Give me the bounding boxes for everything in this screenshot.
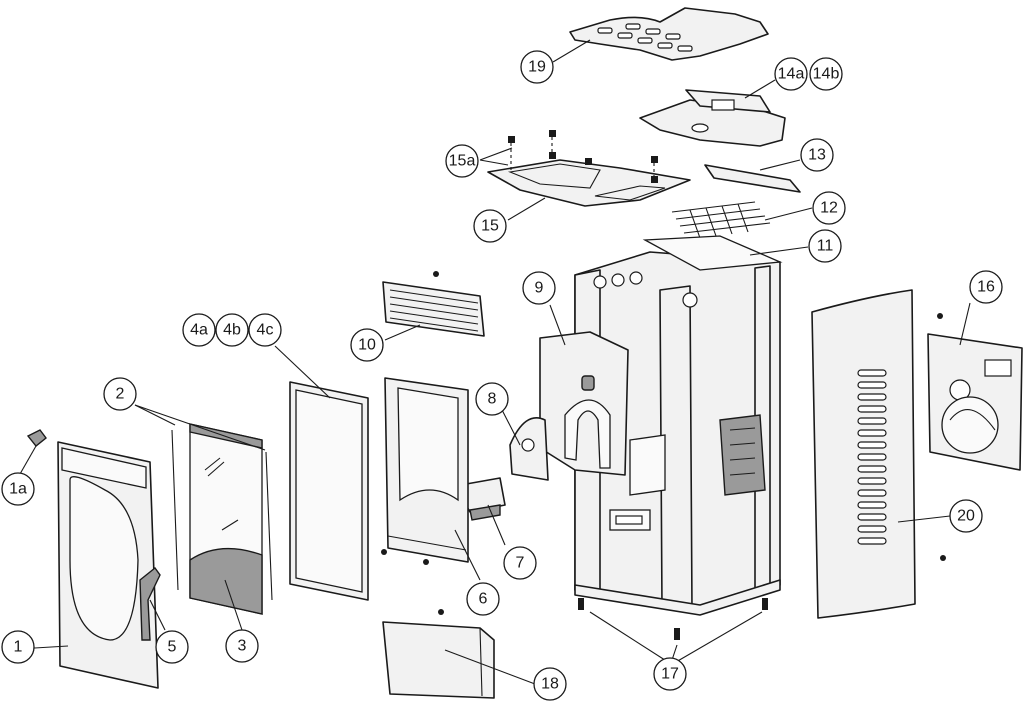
callout-2: 2 [103, 377, 137, 411]
part-bracket [704, 164, 801, 193]
callout-5-label: 5 [168, 639, 177, 656]
part-glass [189, 423, 263, 615]
part-knob [26, 429, 47, 447]
part-back-plate [927, 333, 1023, 471]
callout-2-label: 2 [116, 386, 125, 403]
part-handle [139, 566, 161, 641]
callout-1a: 1a [1, 472, 35, 506]
callout-1a-label: 1a [9, 481, 27, 498]
callout-18: 18 [533, 667, 567, 701]
part-door-frame [384, 377, 469, 563]
part-firebox-front [539, 331, 629, 476]
callout-1-label: 1 [14, 639, 23, 656]
part-door [57, 441, 159, 689]
callout-7-label: 7 [516, 555, 525, 572]
part-control-panel [639, 89, 786, 147]
callout-15a: 15a [445, 144, 479, 178]
callout-13-label: 13 [808, 147, 826, 164]
callout-14a: 14a [774, 57, 808, 91]
callout-19-label: 19 [528, 59, 546, 76]
part-feet [578, 598, 768, 640]
callout-20-label: 20 [957, 508, 975, 525]
callout-16-label: 16 [977, 279, 995, 296]
callout-6: 6 [466, 582, 500, 616]
callout-19: 19 [520, 50, 554, 84]
callout-11-label: 11 [817, 238, 834, 255]
callout-4b-label: 4b [223, 322, 241, 339]
part-top-plate [487, 159, 691, 207]
callout-12-label: 12 [820, 200, 838, 217]
callout-15a-label: 15a [449, 153, 476, 170]
callout-3-label: 3 [238, 638, 247, 655]
callout-8-label: 8 [488, 391, 497, 408]
part-side-panel [811, 289, 916, 619]
callout-8: 8 [475, 382, 509, 416]
callout-5: 5 [155, 630, 189, 664]
callout-16: 16 [969, 270, 1003, 304]
callout-17: 17 [653, 657, 687, 691]
callout-17-label: 17 [661, 666, 679, 683]
callout-15: 15 [473, 209, 507, 243]
callout-7: 7 [503, 546, 537, 580]
callout-4b: 4b [215, 313, 249, 347]
callout-9: 9 [522, 271, 556, 305]
part-screws-15a [508, 130, 658, 183]
part-gasket-strips [171, 429, 273, 601]
part-grille [382, 281, 485, 337]
part-main-body [574, 235, 783, 616]
callout-1: 1 [1, 630, 35, 664]
part-deflector [509, 417, 549, 481]
callout-20: 20 [949, 499, 983, 533]
part-glass-gasket [289, 381, 369, 601]
callout-15-label: 15 [481, 218, 499, 235]
callout-18-label: 18 [541, 676, 559, 693]
callout-10: 10 [350, 328, 384, 362]
part-top-cover [569, 7, 769, 61]
callout-14a-label: 14a [778, 66, 805, 83]
callout-4c: 4c [248, 313, 282, 347]
callout-4a: 4a [182, 313, 216, 347]
callout-6-label: 6 [479, 591, 488, 608]
part-ash-pan [382, 621, 495, 699]
part-screws-misc [381, 271, 946, 615]
callout-13: 13 [800, 138, 834, 172]
callout-14b: 14b [809, 57, 843, 91]
callout-3: 3 [225, 629, 259, 663]
callout-10-label: 10 [358, 337, 376, 354]
callout-14b-label: 14b [813, 66, 840, 83]
callout-12: 12 [812, 191, 846, 225]
callout-4c-label: 4c [257, 322, 274, 339]
callout-4a-label: 4a [190, 322, 208, 339]
callout-9-label: 9 [535, 280, 544, 297]
leader-lines [17, 39, 971, 685]
callout-11: 11 [808, 229, 842, 263]
part-grid [671, 201, 771, 239]
